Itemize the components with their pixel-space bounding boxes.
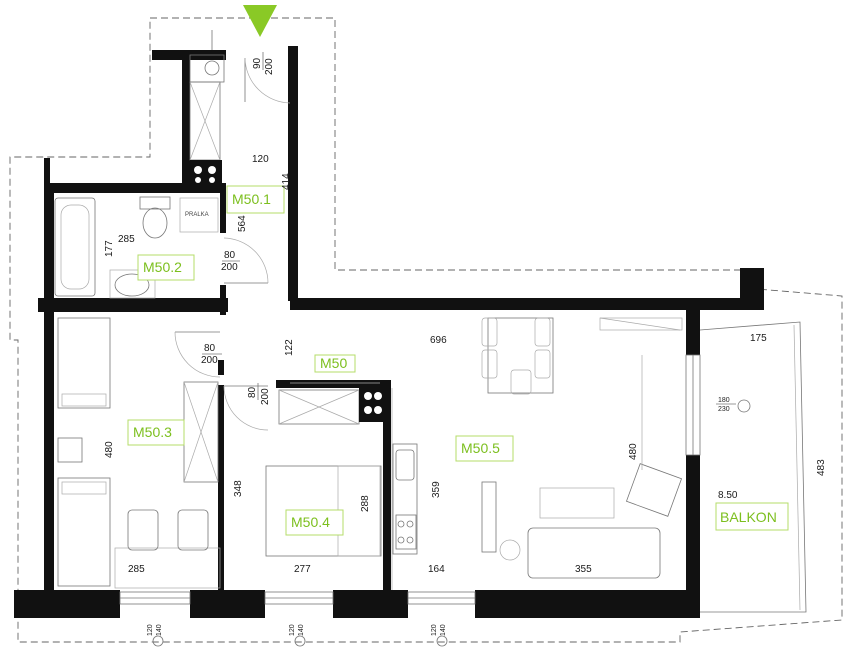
balcony-label: BALKON [720, 509, 777, 525]
walls [14, 46, 764, 618]
svg-text:200: 200 [264, 58, 275, 75]
room-label-m50-1: M50.1 [232, 191, 271, 207]
room-label-m50-5: M50.5 [461, 440, 500, 456]
svg-text:140: 140 [298, 624, 305, 636]
svg-text:483: 483 [816, 459, 827, 476]
toilet [139, 196, 171, 210]
bathtub [54, 197, 96, 297]
svg-text:120: 120 [252, 154, 269, 165]
svg-text:164: 164 [428, 564, 445, 575]
svg-text:120: 120 [147, 624, 154, 636]
room-label-m50-4: M50.4 [291, 514, 330, 530]
room-label-m50-2: M50.2 [143, 259, 182, 275]
svg-text:80: 80 [247, 386, 258, 398]
entrance-arrow-icon [243, 5, 277, 37]
window-marker-icon [294, 635, 306, 647]
furniture [54, 30, 683, 590]
svg-text:285: 285 [118, 234, 135, 245]
svg-text:175: 175 [750, 333, 767, 344]
svg-text:277: 277 [294, 564, 311, 575]
svg-text:414: 414 [281, 173, 292, 190]
svg-text:80: 80 [204, 343, 216, 354]
svg-text:90: 90 [252, 57, 263, 69]
svg-text:80: 80 [224, 250, 236, 261]
svg-text:200: 200 [221, 262, 238, 273]
svg-text:230: 230 [718, 406, 730, 413]
windows [119, 354, 701, 605]
svg-text:696: 696 [430, 335, 447, 346]
window-marker-icon [436, 635, 448, 647]
window-marker-icon [737, 399, 751, 413]
balcony-railing [699, 321, 807, 613]
svg-text:120: 120 [431, 624, 438, 636]
svg-text:177: 177 [104, 240, 115, 257]
dimension-labels: 120 414 564 285 177 122 696 175 480 348 … [104, 52, 827, 647]
outer-dashed-outline [9, 17, 843, 643]
svg-text:285: 285 [128, 564, 145, 575]
svg-text:359: 359 [431, 481, 442, 498]
svg-text:140: 140 [156, 624, 163, 636]
washer-label: PRALKA [185, 212, 209, 218]
svg-text:120: 120 [289, 624, 296, 636]
doors [174, 57, 291, 431]
balcony-area: 8.50 [718, 490, 738, 501]
svg-text:140: 140 [440, 624, 447, 636]
svg-text:564: 564 [237, 215, 248, 232]
room-label-m50-3: M50.3 [133, 424, 172, 440]
svg-text:348: 348 [233, 480, 244, 497]
svg-text:355: 355 [575, 564, 592, 575]
svg-text:288: 288 [360, 495, 371, 512]
svg-text:480: 480 [104, 441, 115, 458]
bathroom-sink [114, 273, 150, 297]
svg-text:122: 122 [284, 339, 295, 356]
meter-icon [204, 60, 220, 76]
window-marker-icon [152, 635, 164, 647]
svg-text:480: 480 [628, 443, 639, 460]
room-label-m50: M50 [320, 355, 347, 371]
svg-text:180: 180 [718, 397, 730, 404]
svg-text:200: 200 [260, 388, 271, 405]
svg-text:200: 200 [201, 355, 218, 366]
